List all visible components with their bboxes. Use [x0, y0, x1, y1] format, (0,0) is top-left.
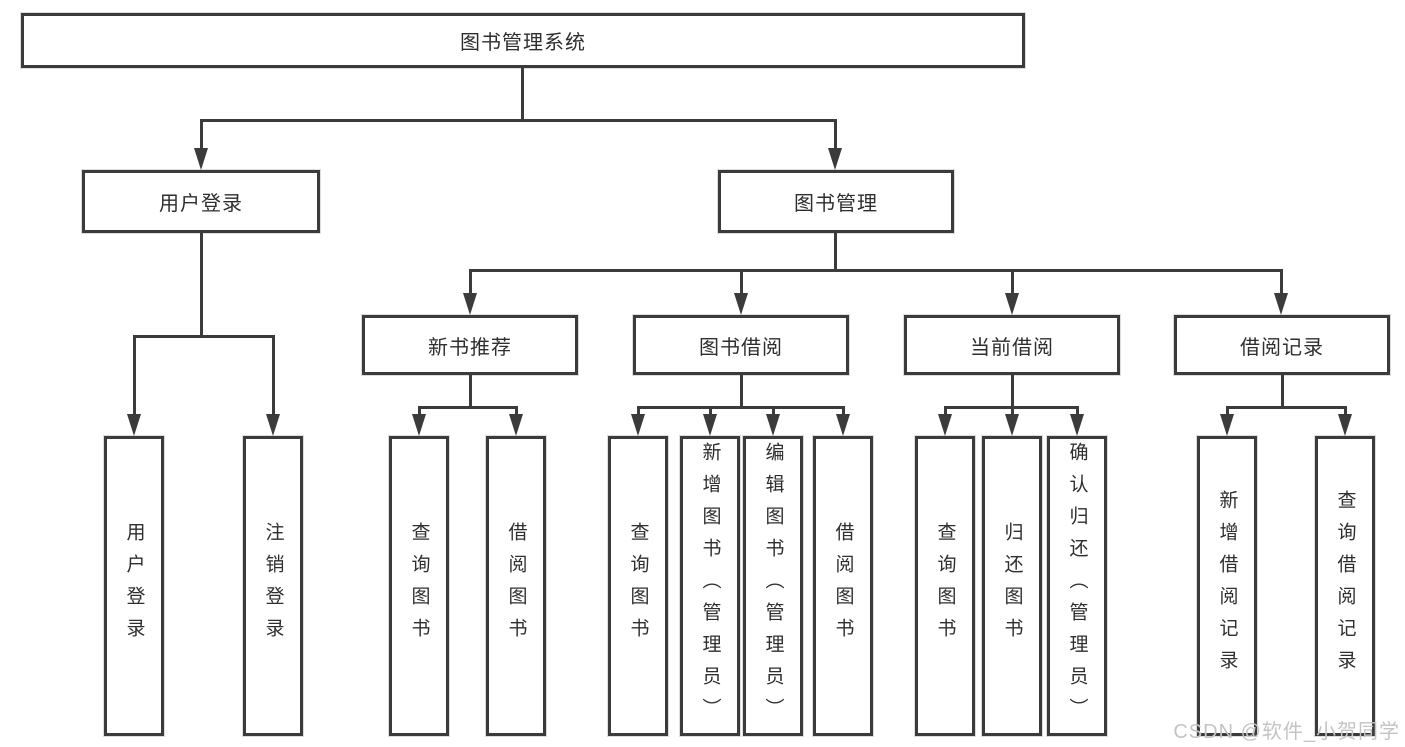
leaf-nb-borrow-books: 借阅图书	[486, 436, 546, 736]
connector-current-borrow-trunk	[1011, 375, 1014, 408]
leaf-logout-label: 注销登录	[262, 522, 284, 650]
connector-level3-bus	[469, 269, 1283, 272]
connector-user-login-trunk	[200, 233, 203, 338]
connector-stub-cb2	[1011, 406, 1014, 418]
leaf-nb-query-books: 查询图书	[389, 436, 449, 736]
arrowhead-book-borrow	[734, 293, 748, 315]
node-current-borrow: 当前借阅	[904, 315, 1120, 375]
connector-stub-bb1	[637, 406, 640, 418]
connector-drop-new-books	[469, 269, 472, 295]
leaf-bb-edit-books-label: 编辑图书（管理员）	[762, 442, 784, 730]
node-root-label: 图书管理系统	[460, 32, 586, 54]
arrowhead-borrow-records	[1274, 293, 1288, 315]
leaf-cb-return-books-label: 归还图书	[1001, 522, 1023, 650]
node-book-borrow-label: 图书借阅	[699, 336, 783, 359]
arrowhead-current-borrow	[1005, 293, 1019, 315]
leaf-nb-query-books-label: 查询图书	[408, 522, 430, 650]
node-root: 图书管理系统	[21, 13, 1025, 68]
leaf-logout: 注销登录	[243, 436, 303, 736]
arrowhead-bb2	[703, 414, 717, 436]
leaf-bb-add-books-label: 新增图书（管理员）	[699, 442, 721, 730]
node-user-login: 用户登录	[82, 170, 320, 233]
connector-drop-login-leaf	[133, 335, 136, 418]
node-borrow-records-label: 借阅记录	[1240, 336, 1324, 359]
connector-book-borrow-trunk	[740, 375, 743, 408]
leaf-user-login: 用户登录	[104, 436, 164, 736]
node-borrow-records: 借阅记录	[1174, 315, 1390, 375]
leaf-cb-return-books: 归还图书	[982, 436, 1042, 736]
leaf-br-query-record-label: 查询借阅记录	[1334, 490, 1356, 682]
connector-stub-cb1	[944, 406, 947, 418]
arrowhead-new-books	[463, 293, 477, 315]
connector-stub-nb1	[418, 406, 421, 418]
node-book-borrow: 图书借阅	[633, 315, 849, 375]
arrowhead-nb2	[509, 414, 523, 436]
connector-drop-user-login	[200, 119, 203, 152]
node-book-mgmt-label: 图书管理	[794, 193, 878, 215]
connector-stub-nb2	[515, 406, 518, 418]
leaf-cb-query-books: 查询图书	[915, 436, 975, 736]
connector-book-borrow-bus	[637, 406, 845, 409]
connector-book-mgmt-trunk	[834, 233, 837, 271]
connector-drop-book-mgmt	[834, 119, 837, 152]
connector-stub-bb2	[709, 406, 712, 418]
node-user-login-label: 用户登录	[159, 193, 243, 215]
leaf-br-query-record: 查询借阅记录	[1315, 436, 1375, 736]
leaf-cb-query-books-label: 查询图书	[934, 522, 956, 650]
leaf-cb-confirm-return-label: 确认归还（管理员）	[1066, 442, 1088, 730]
connector-level2-bus	[200, 119, 837, 122]
arrowhead-login-leaf	[127, 414, 141, 436]
arrowhead-bb4	[836, 414, 850, 436]
connector-drop-borrow-records	[1280, 269, 1283, 295]
arrowhead-nb1	[412, 414, 426, 436]
connector-stub-bb3	[772, 406, 775, 418]
arrowhead-user-login	[194, 148, 208, 170]
arrowhead-bb1	[631, 414, 645, 436]
connector-user-login-bus	[133, 335, 275, 338]
leaf-bb-add-books: 新增图书（管理员）	[680, 436, 740, 736]
arrowhead-br1	[1220, 414, 1234, 436]
connector-stub-br1	[1226, 406, 1229, 418]
leaf-bb-borrow-books: 借阅图书	[813, 436, 873, 736]
node-current-borrow-label: 当前借阅	[970, 336, 1054, 359]
connector-borrow-records-bus	[1226, 406, 1347, 409]
leaf-bb-borrow-books-label: 借阅图书	[832, 522, 854, 650]
csdn-watermark: CSDN @软件_小贺同学	[1173, 721, 1400, 743]
leaf-bb-query-books: 查询图书	[608, 436, 668, 736]
leaf-nb-borrow-books-label: 借阅图书	[505, 522, 527, 650]
arrowhead-book-mgmt	[828, 148, 842, 170]
connector-root-trunk	[521, 68, 524, 121]
node-new-books: 新书推荐	[362, 315, 578, 375]
connector-drop-current-borrow	[1011, 269, 1014, 295]
leaf-br-add-record: 新增借阅记录	[1197, 436, 1257, 736]
arrowhead-cb3	[1070, 414, 1084, 436]
arrowhead-logout-leaf	[266, 414, 280, 436]
connector-drop-book-borrow	[740, 269, 743, 295]
node-new-books-label: 新书推荐	[428, 336, 512, 359]
arrowhead-bb3	[766, 414, 780, 436]
leaf-user-login-label: 用户登录	[123, 522, 145, 650]
connector-borrow-records-trunk	[1281, 375, 1284, 408]
connector-drop-logout-leaf	[272, 335, 275, 418]
leaf-bb-query-books-label: 查询图书	[627, 522, 649, 650]
connector-stub-cb3	[1076, 406, 1079, 418]
arrowhead-cb2	[1005, 414, 1019, 436]
leaf-cb-confirm-return: 确认归还（管理员）	[1047, 436, 1107, 736]
leaf-br-add-record-label: 新增借阅记录	[1216, 490, 1238, 682]
connector-stub-bb4	[842, 406, 845, 418]
arrowhead-br2	[1338, 414, 1352, 436]
connector-new-books-trunk	[469, 375, 472, 408]
connector-new-books-bus	[418, 406, 518, 409]
leaf-bb-edit-books: 编辑图书（管理员）	[743, 436, 803, 736]
node-book-mgmt: 图书管理	[718, 170, 954, 233]
arrowhead-cb1	[938, 414, 952, 436]
connector-stub-br2	[1344, 406, 1347, 418]
